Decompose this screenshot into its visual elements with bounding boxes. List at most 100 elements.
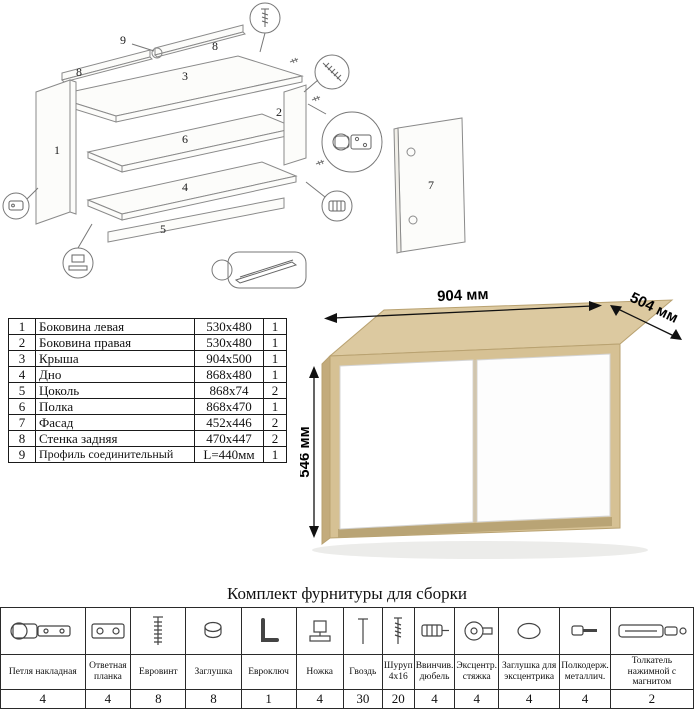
table-row: 4 Дно 868x480 1 [8, 366, 287, 383]
part-qty: 1 [263, 398, 287, 415]
part-number: 3 [8, 350, 36, 367]
callout-glyphs [8, 8, 372, 284]
hardware-item-name: Эксцентр. стяжка [454, 654, 500, 690]
hardware-item-qty: 20 [381, 688, 415, 709]
strike-plate-detail-icon [8, 200, 24, 211]
hardware-item-qty: 8 [130, 688, 187, 709]
hardware-item-qty: 4 [0, 688, 86, 709]
hinge-icon [10, 622, 71, 640]
table-row: 7 Фасад 452x446 2 [8, 414, 287, 431]
hardware-item-name: Полкодерж. металлич. [559, 654, 611, 690]
hardware-kit-title: Комплект фурнитуры для сборки [227, 584, 467, 603]
hardware-icons-row [0, 607, 694, 655]
height-label: 546 мм [300, 426, 313, 477]
hardware-item-qty: 30 [342, 688, 383, 709]
hardware-qty-row: 4 4 8 8 1 4 30 20 4 4 4 4 2 [0, 688, 694, 709]
hinge-detail-icon [332, 133, 372, 151]
part-number: 7 [8, 414, 36, 431]
hardware-item-qty: 2 [609, 688, 694, 709]
hardware-item-qty: 4 [559, 688, 611, 709]
part-size: 470x447 [194, 430, 264, 447]
nail-icon [357, 618, 368, 644]
label-part-5: 5 [160, 222, 166, 236]
parts-table: 1 Боковина левая 530x480 1 2 Боковина пр… [8, 318, 287, 463]
hardware-kit-table: Петля накладная Ответная планка Евровинт… [0, 607, 694, 709]
part-number: 9 [8, 446, 36, 463]
hardware-kit-section: Комплект фурнитуры для сборки [0, 584, 694, 709]
part-qty: 1 [263, 446, 287, 463]
hardware-item-qty: 4 [454, 688, 500, 709]
hardware-item-qty: 1 [240, 688, 297, 709]
part-size: 868x74 [194, 382, 264, 399]
part-name: Крыша [35, 350, 195, 367]
hardware-item-qty: 4 [84, 688, 132, 709]
screw-icon [394, 617, 403, 644]
cabinet-shadow [312, 541, 648, 559]
part-name: Фасад [35, 414, 195, 431]
table-row: 6 Полка 868x470 1 [8, 398, 287, 415]
table-row: 8 Стенка задняя 470x447 2 [8, 430, 287, 447]
depth-dimension [610, 305, 682, 340]
shelf-pin-icon [571, 625, 597, 636]
label-part-9: 9 [120, 33, 126, 47]
hardware-item-qty: 4 [295, 688, 344, 709]
label-part-8b: 8 [212, 39, 218, 53]
part-name: Цоколь [35, 382, 195, 399]
part-size: 904x500 [194, 350, 264, 367]
push-latch-icon [618, 624, 687, 638]
hardware-item-name: Евровинт [130, 654, 187, 690]
cabinet-door-right [476, 353, 611, 523]
foot-detail-icon [68, 254, 88, 271]
part-number: 5 [8, 382, 36, 399]
hardware-item-name: Заглушка [185, 654, 242, 690]
part-number: 8 [8, 430, 36, 447]
part-qty: 2 [263, 430, 287, 447]
width-dimension [324, 301, 602, 323]
label-part-8a: 8 [76, 65, 82, 79]
part-size: 868x470 [194, 398, 264, 415]
part-number: 6 [8, 398, 36, 415]
label-part-6: 6 [182, 132, 188, 146]
hardware-item-name: Петля накладная [0, 654, 86, 690]
height-dimension [309, 366, 319, 538]
cabinet-plinth [338, 517, 612, 538]
cap-icon [204, 621, 223, 639]
part-name: Боковина левая [35, 318, 195, 335]
hex-key-icon [260, 618, 279, 642]
exploded-panels [35, 24, 466, 254]
part-size: 868x480 [194, 366, 264, 383]
hardware-item-name: Ответная планка [84, 654, 132, 690]
part-qty: 2 [263, 382, 287, 399]
label-part-2: 2 [276, 105, 282, 119]
label-part-3: 3 [182, 69, 188, 83]
screw-detail-icon [261, 8, 269, 27]
cam-cap-icon [517, 622, 541, 640]
width-label: 904 мм [437, 286, 489, 305]
part-qty: 1 [263, 366, 287, 383]
hardware-names-row: Петля накладная Ответная планка Евровинт… [0, 654, 694, 690]
part-number: 4 [8, 366, 36, 383]
exploded-view-diagram: 9 8 8 3 1 6 4 5 2 7 [2, 2, 466, 289]
euro-screw-detail-icon [322, 62, 342, 82]
part-number: 1 [8, 318, 36, 335]
assembled-cabinet-view: 904 мм 504 мм 546 мм [300, 286, 682, 559]
part-name: Дно [35, 366, 195, 383]
part-qty: 1 [263, 350, 287, 367]
small-screw-marks [289, 57, 325, 166]
part-name: Боковина правая [35, 334, 195, 351]
part-name: Профиль соединительный [35, 446, 195, 463]
table-row: 5 Цоколь 868x74 2 [8, 382, 287, 399]
label-part-7: 7 [428, 178, 434, 192]
cabinet-door-left [339, 359, 474, 530]
hardware-item-name: Евроключ [240, 654, 297, 690]
part-size: 530x480 [194, 318, 264, 335]
screw-dowel-icon [420, 624, 449, 637]
cam-lock-icon [464, 621, 493, 641]
table-row: 9 Профиль соединительный L=440мм 1 [8, 446, 287, 463]
label-part-4: 4 [182, 180, 188, 194]
euro-screw-icon [153, 616, 164, 645]
part-size: 530x480 [194, 334, 264, 351]
label-part-1: 1 [54, 143, 60, 157]
hardware-item-qty: 8 [185, 688, 242, 709]
